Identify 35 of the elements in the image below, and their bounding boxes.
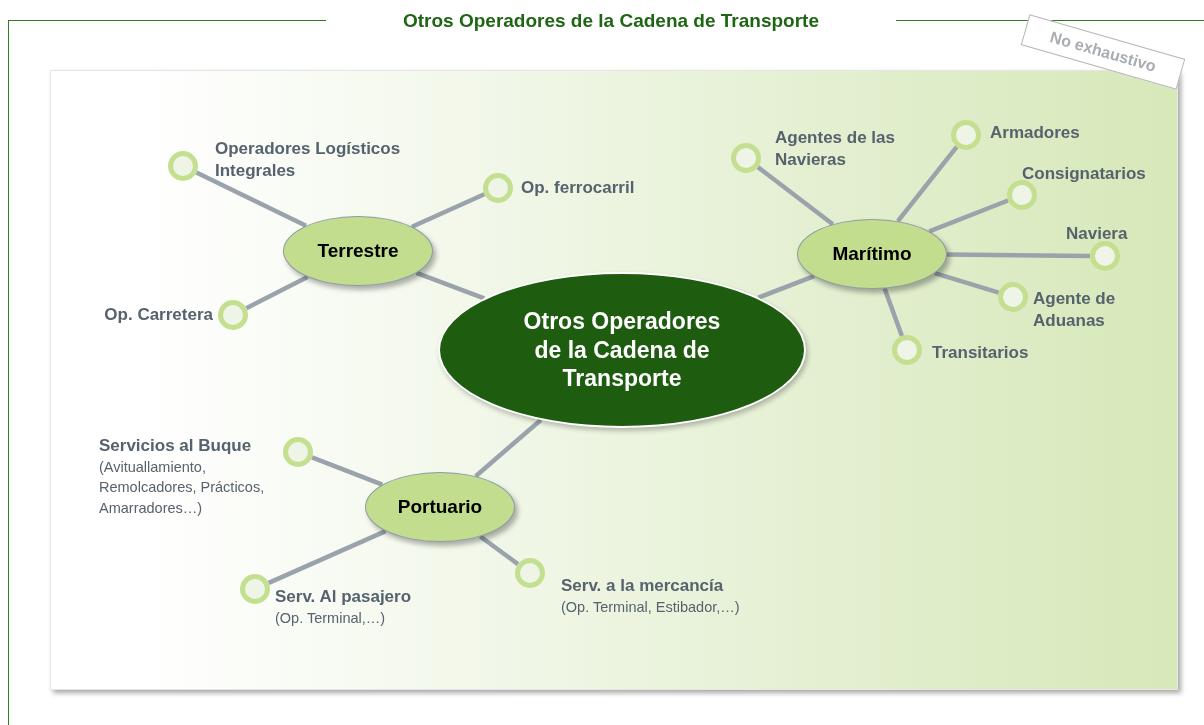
connector-line — [411, 192, 486, 229]
connector-line — [245, 274, 309, 311]
connector-line — [478, 534, 520, 566]
node-caption: Naviera — [1066, 223, 1129, 245]
connector-line — [934, 270, 1000, 295]
connector-line — [946, 252, 1091, 259]
connector-line — [311, 455, 384, 487]
connector-line — [267, 529, 387, 585]
node-caption: Op. Carretera — [103, 304, 213, 326]
title: Otros Operadores de la Cadena de Transporte — [402, 10, 820, 32]
node-caption: Servicios al Buque — [99, 435, 253, 457]
node-caption: Agente de Aduanas — [1033, 288, 1117, 333]
node-label: Marítimo — [831, 243, 913, 265]
connector-line — [415, 270, 485, 301]
node-caption: Op. ferrocarril — [521, 177, 636, 199]
node-caption: Armadores — [990, 122, 1081, 144]
node-label: Otros Operadores de la Cadena de Transporte — [522, 306, 722, 394]
connector-line — [928, 198, 1009, 234]
connector-line — [756, 165, 835, 226]
node-label: Terrestre — [316, 240, 400, 262]
node-label: Portuario — [396, 496, 484, 518]
node-caption: Agentes de las Navieras — [775, 127, 896, 172]
node-caption: Operadores Logísticos Integrales — [215, 138, 402, 183]
node-note: (Avituallamiento, Remolcadores, Prácticos, Amarradores…) — [99, 458, 266, 518]
node-note: (Op. Terminal, Estibador,…) — [561, 598, 741, 618]
node-caption: Transitarios — [932, 342, 1030, 364]
connector-line — [474, 418, 543, 478]
node-caption: Consignatarios — [1022, 163, 1147, 185]
node-caption: Serv. a la mercancía — [561, 575, 725, 597]
node-note: (Op. Terminal,…) — [275, 609, 387, 629]
connector-line — [195, 170, 307, 228]
connector-line — [882, 287, 904, 337]
connector-line — [896, 145, 959, 223]
node-caption: Serv. Al pasajero — [275, 586, 413, 608]
connector-line — [757, 274, 815, 300]
